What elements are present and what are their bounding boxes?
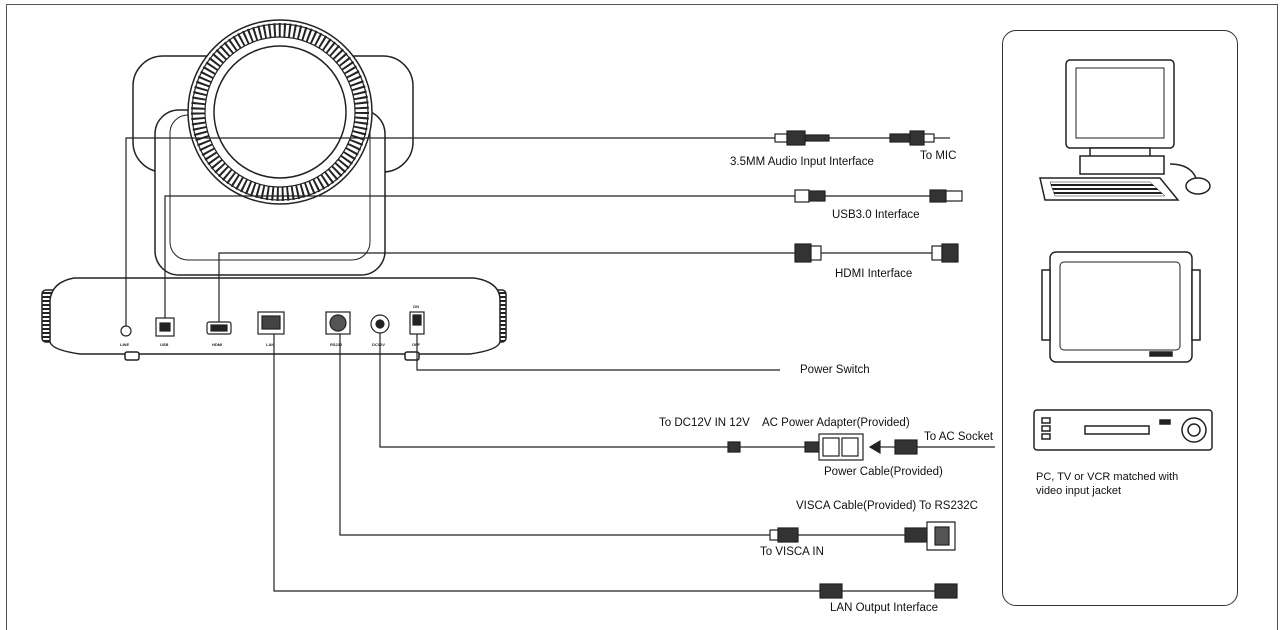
port-label-dc12v: DC12V xyxy=(372,342,385,347)
usb-label: USB3.0 Interface xyxy=(832,209,920,221)
to-visca-in-label: To VISCA IN xyxy=(760,546,824,558)
wire-rs232 xyxy=(339,334,770,536)
wire-usb xyxy=(164,195,795,318)
port-label-off: OFF xyxy=(412,342,420,347)
port-label-lan: LAN xyxy=(266,342,275,347)
line-audio-port xyxy=(120,325,132,337)
display-devices-panel xyxy=(1002,30,1238,606)
devices-caption-line1: PC, TV or VCR matched with xyxy=(1036,471,1179,483)
vcr-icon xyxy=(1033,409,1213,451)
power-cable-label: Power Cable(Provided) xyxy=(824,466,943,478)
to-mic-label: To MIC xyxy=(920,150,957,162)
wire-dc xyxy=(379,333,740,448)
lan-output-label: LAN Output Interface xyxy=(830,602,939,614)
usb-cable-drawing xyxy=(794,189,963,203)
port-panel xyxy=(120,311,425,337)
to-ac-socket-label: To AC Socket xyxy=(924,431,994,443)
port-label-hdmi: HDMI xyxy=(212,342,223,347)
camera-head xyxy=(132,19,414,276)
devices-caption-line2: video input jacket xyxy=(1036,485,1121,497)
port-label-on: ON xyxy=(413,304,419,309)
port-label-line: LINE xyxy=(120,342,130,347)
power-adapter-drawing xyxy=(727,433,995,461)
to-dc12v-label: To DC12V IN 12V xyxy=(659,417,750,429)
audio-cable-drawing xyxy=(774,130,950,146)
hdmi-cable-drawing xyxy=(794,243,959,263)
port-label-rs232: RS232 xyxy=(330,342,343,347)
diagram-frame xyxy=(6,4,1278,630)
ac-adapter-label: AC Power Adapter(Provided) xyxy=(762,417,910,429)
power-switch-label: Power Switch xyxy=(800,364,870,376)
devices-caption: PC, TV or VCR matched with video input j… xyxy=(1036,470,1178,498)
wire-hdmi xyxy=(218,252,795,322)
wire-power-switch xyxy=(416,334,780,371)
tv-icon xyxy=(1041,251,1201,363)
wire-lan xyxy=(273,334,820,592)
audio-input-label: 3.5MM Audio Input Interface xyxy=(730,156,874,168)
hdmi-label: HDMI Interface xyxy=(835,268,913,280)
port-label-usb: USB xyxy=(160,342,169,347)
wires xyxy=(125,137,820,592)
pc-icon xyxy=(1039,59,1211,201)
lan-cable-drawing xyxy=(819,583,958,599)
visca-cable-drawing xyxy=(769,521,956,551)
visca-cable-label: VISCA Cable(Provided) To RS232C xyxy=(796,500,978,512)
wire-audio xyxy=(125,137,775,326)
